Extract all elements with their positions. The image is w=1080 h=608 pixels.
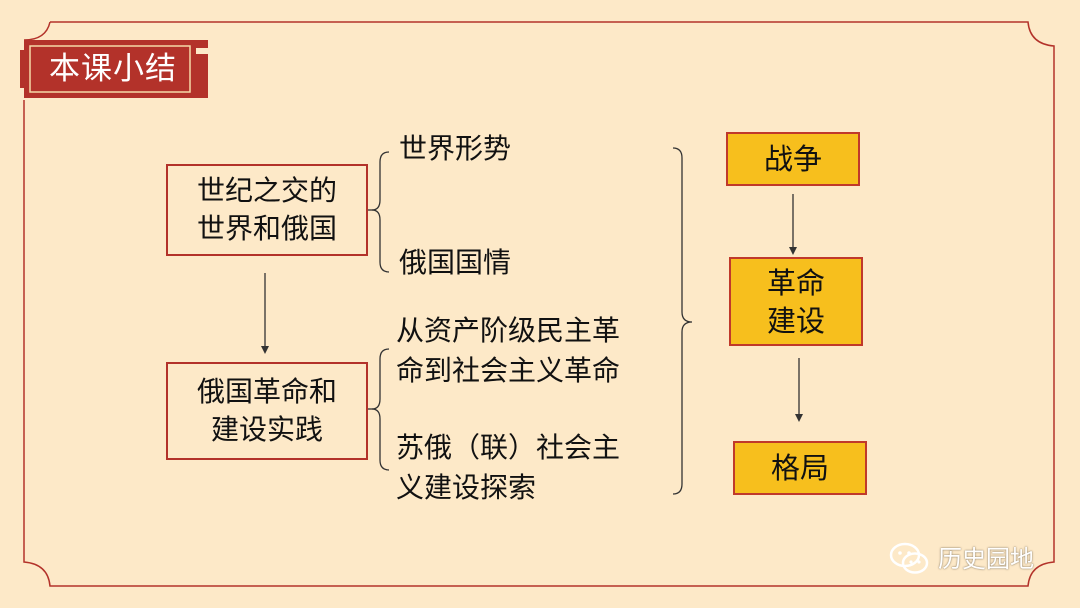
topic-practice-line2: 建设实践 [210, 413, 323, 446]
item-revolution-line1: 从资产阶级民主革 [396, 314, 621, 347]
item-revolution-line2: 命到社会主义革命 [396, 354, 621, 387]
page-title: 本课小结 [49, 51, 177, 87]
theme-box-revolution-construction: 革命 建设 [729, 257, 863, 346]
watermark-text: 历史园地 [938, 545, 1034, 573]
item-exploration: 苏俄（联）社会主 义建设探索 [396, 428, 620, 508]
item-revolution: 从资产阶级民主革 命到社会主义革命 [396, 311, 620, 391]
topic-box-practice: 俄国革命和 建设实践 [166, 362, 368, 460]
theme-box-war: 战争 [726, 132, 860, 186]
wechat-icon [889, 542, 929, 574]
topic-practice-line1: 俄国革命和 [196, 375, 337, 408]
item-russia-condition: 俄国国情 [399, 246, 512, 279]
topic-world-line1: 世纪之交的 [196, 174, 337, 207]
topic-box-world: 世纪之交的 世界和俄国 [166, 164, 368, 256]
title-badge [20, 40, 208, 98]
theme-revolution-line1: 革命 [766, 265, 825, 300]
topic-world-line2: 世界和俄国 [196, 212, 337, 245]
item-exploration-line2: 义建设探索 [396, 471, 537, 504]
theme-box-pattern: 格局 [733, 441, 867, 495]
item-exploration-line1: 苏俄（联）社会主 [396, 431, 621, 464]
theme-revolution-line2: 建设 [766, 303, 825, 338]
item-world-situation: 世界形势 [399, 132, 512, 165]
